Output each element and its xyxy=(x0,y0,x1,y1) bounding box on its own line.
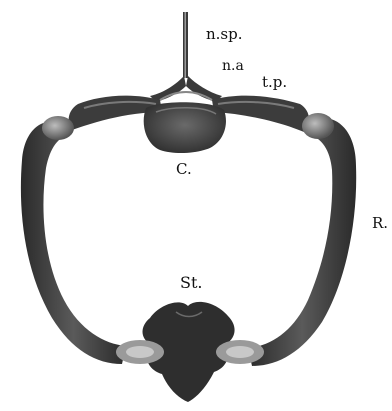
label-rib: R. xyxy=(372,214,388,232)
neural-arch xyxy=(150,76,222,102)
rib-right xyxy=(248,113,356,366)
transverse-process-right xyxy=(212,96,309,132)
centrum xyxy=(144,102,226,153)
label-neural-spine: n.sp. xyxy=(206,25,243,43)
rib-head-left xyxy=(42,116,74,140)
label-neural-arch: n.a xyxy=(222,58,244,74)
label-transverse-process: t.p. xyxy=(262,73,287,91)
label-sternum: St. xyxy=(180,273,202,292)
sternum xyxy=(116,302,264,402)
label-centrum: C. xyxy=(176,160,192,178)
neural-spine xyxy=(183,12,188,78)
rib-head-right xyxy=(302,113,334,139)
rib-left xyxy=(21,116,126,364)
